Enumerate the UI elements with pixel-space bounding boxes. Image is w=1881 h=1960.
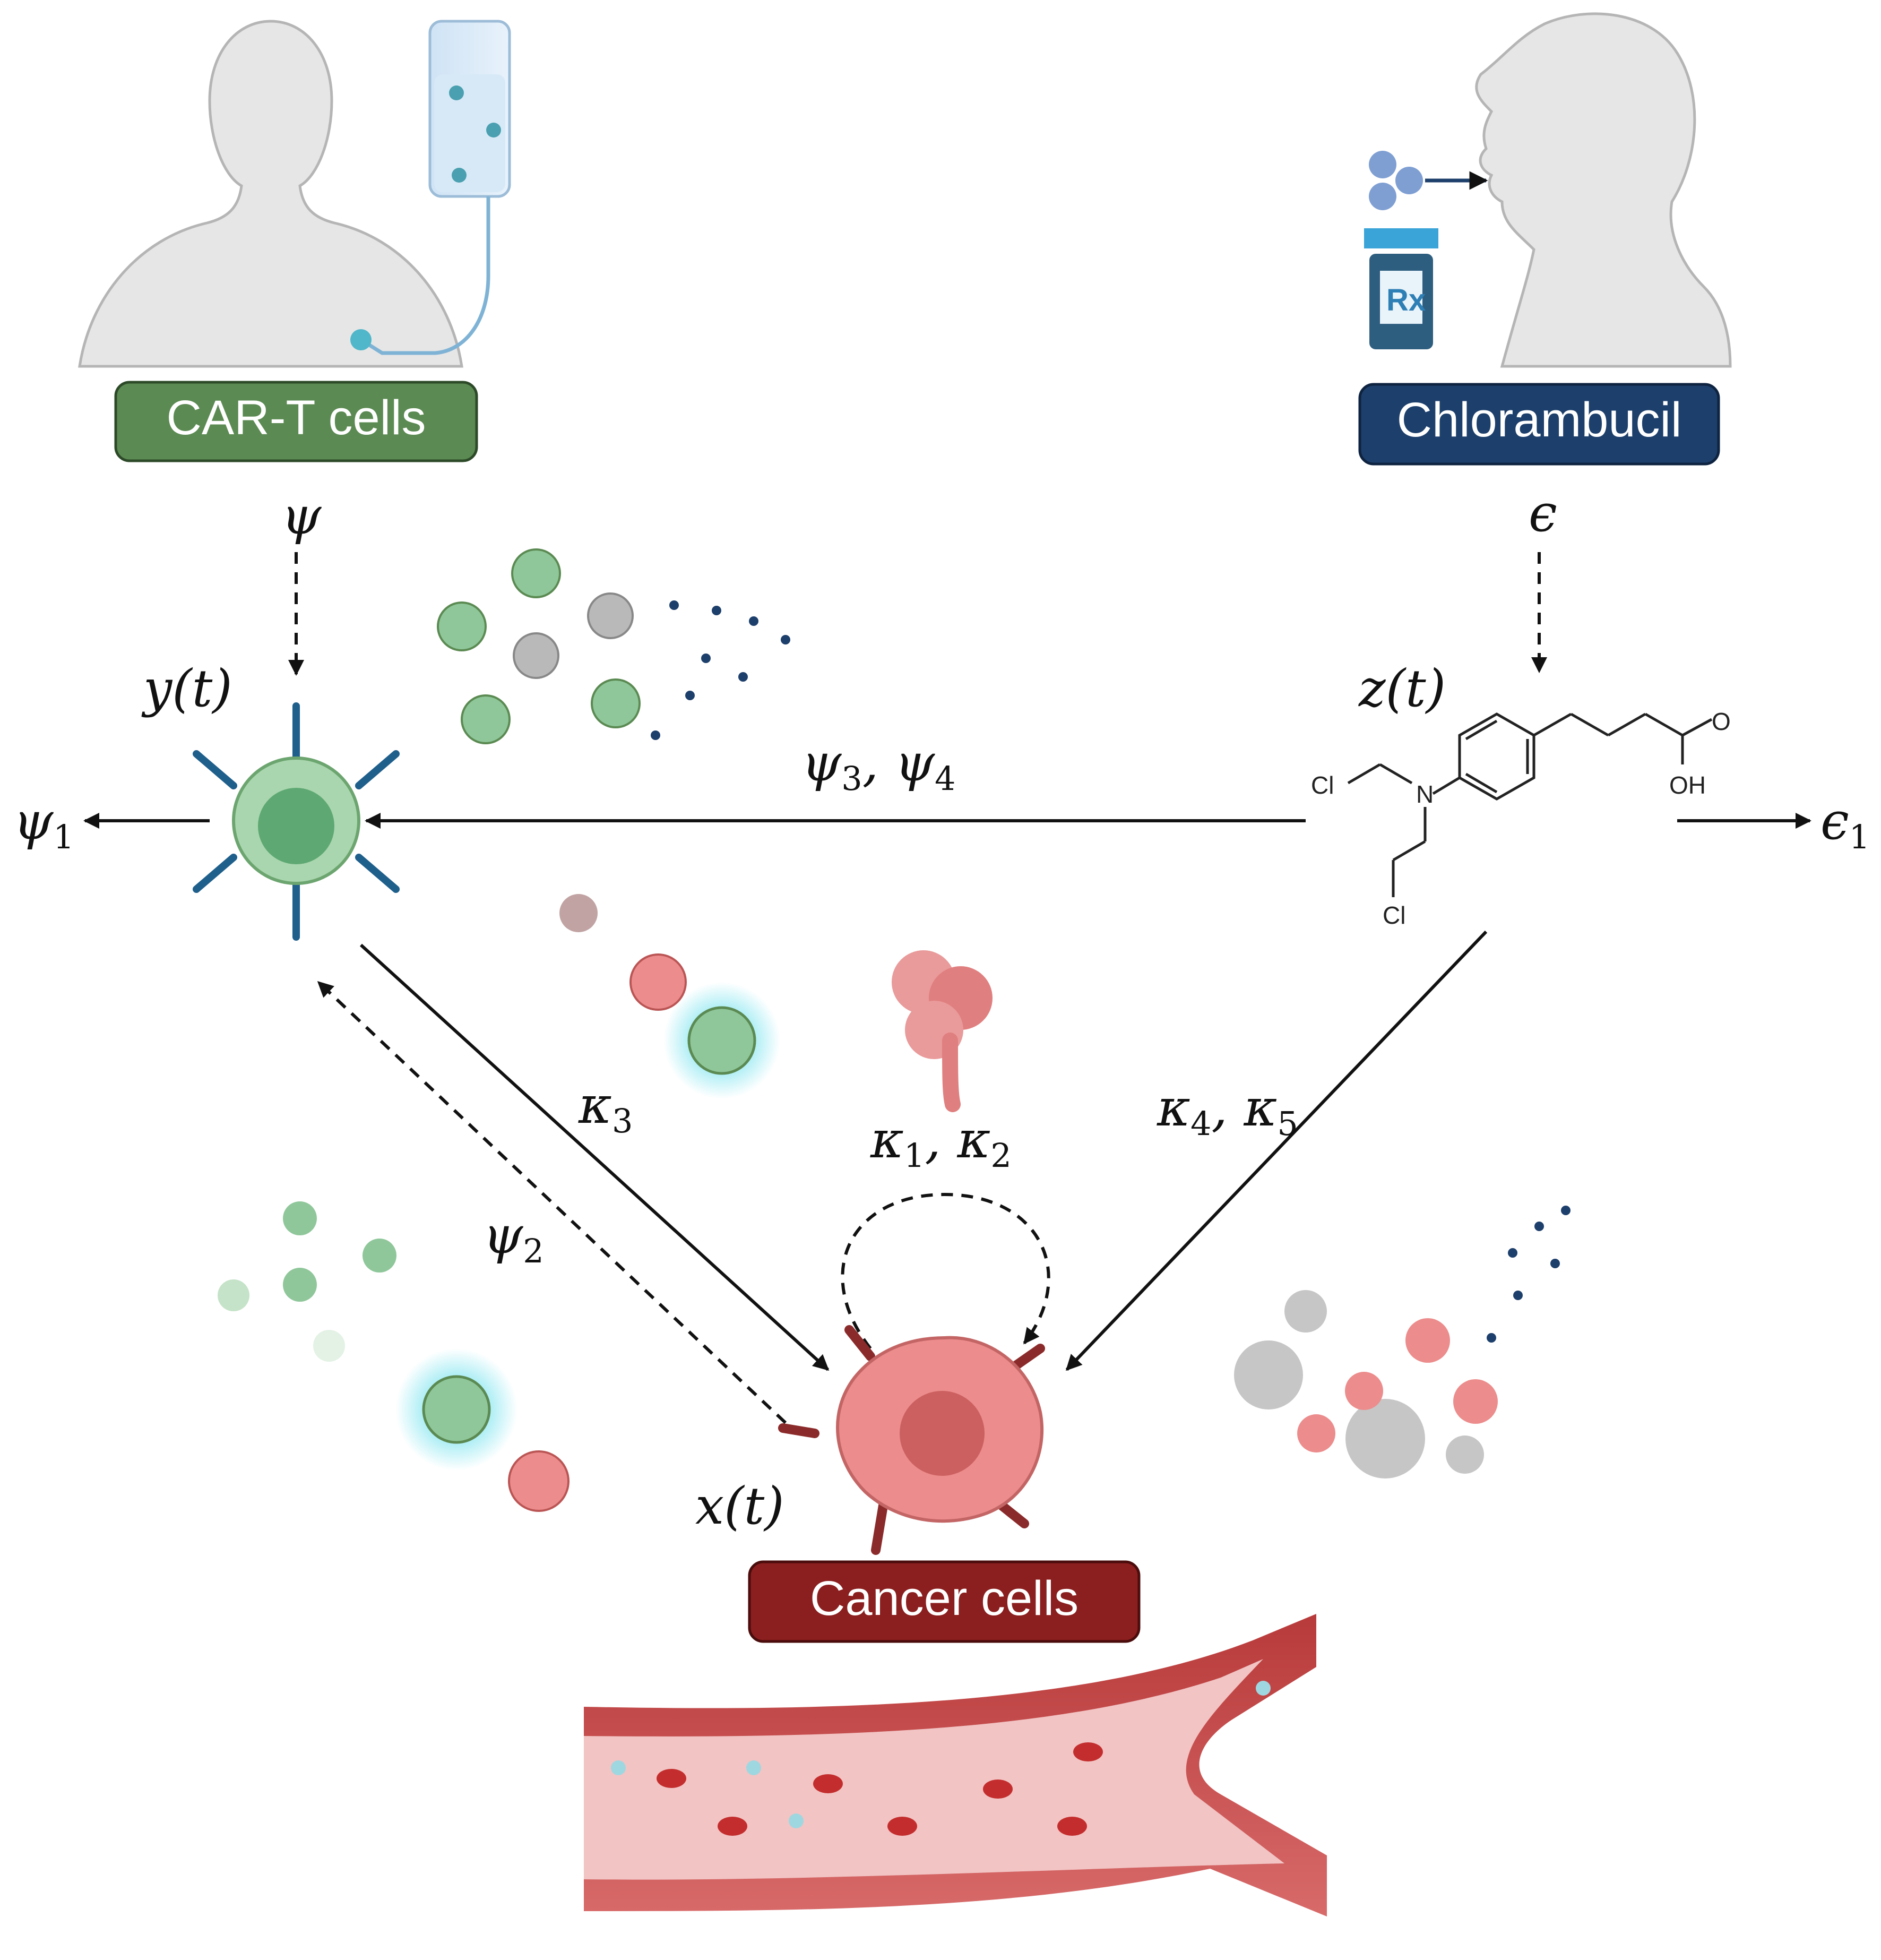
cart-cells-pill: CAR-T cells <box>114 381 478 462</box>
patient-silhouette <box>78 20 463 368</box>
chlorambucil-structure <box>1347 712 1713 897</box>
kappa3-label: κ3 <box>578 1076 633 1140</box>
svg-text:OH: OH <box>1669 771 1706 799</box>
psi1-label: ψ1 <box>13 792 74 856</box>
svg-text:Cl: Cl <box>1383 901 1405 929</box>
blood-vessel-illustration <box>584 1614 1327 1916</box>
cancer-cells-label: Cancer cells <box>810 1571 1078 1626</box>
pill-icon <box>1369 151 1396 178</box>
svg-text:Cl: Cl <box>1311 771 1334 799</box>
cart-cells-label: CAR-T cells <box>166 391 426 445</box>
chemo-killing-vignette <box>1234 1206 1571 1478</box>
kappa45-arrow <box>1065 930 1488 1371</box>
svg-text:O: O <box>1712 708 1731 735</box>
iv-tube <box>360 196 490 355</box>
psi2-arrow <box>317 981 787 1424</box>
psi34-label: ψ3, ψ4 <box>801 733 956 798</box>
epsilon1-label: ϵ1 <box>1820 792 1870 856</box>
svg-text:N: N <box>1416 780 1434 808</box>
iv-catheter-icon <box>350 329 372 350</box>
chlorambucil-atom-labels: Cl N Cl O OH <box>1311 708 1731 929</box>
y-variable-label: y(t) <box>141 659 232 718</box>
cancer-cell-main <box>778 1325 1045 1555</box>
x-variable-label: x(t) <box>695 1476 784 1536</box>
patient-iv-illustration <box>78 20 511 368</box>
cancer-cells-pill: Cancer cells <box>748 1560 1141 1643</box>
kappa12-self-loop <box>841 1192 1050 1349</box>
kappa12-label: κ1, κ2 <box>870 1110 1012 1175</box>
cancer-proliferation-cluster <box>892 950 993 1112</box>
head-profile-silhouette <box>1475 12 1732 368</box>
tcell-killing-vignette <box>559 894 780 1099</box>
pill-icon <box>1369 183 1396 210</box>
arrows <box>83 552 1811 1424</box>
pill-icon <box>1395 167 1423 194</box>
math-labels: ψ ϵ y(t) z(t) x(t) ψ1 ϵ1 ψ3, ψ4 κ3 ψ2 κ1… <box>13 484 1870 1536</box>
kappa3-arrow <box>359 943 830 1371</box>
tcell-cluster-top <box>437 548 790 744</box>
patient-oral-illustration: Rx <box>1364 12 1732 368</box>
chlorambucil-label: Chlorambucil <box>1397 393 1682 447</box>
iv-bag-fill <box>434 74 505 192</box>
tcell-exhaustion-vignette <box>218 1201 570 1512</box>
prescription-bottle-cap <box>1364 228 1438 248</box>
rx-symbol: Rx <box>1386 283 1426 317</box>
cart-cell-main <box>193 702 400 941</box>
z-variable-label: z(t) <box>1358 659 1446 718</box>
chlorambucil-pill: Chlorambucil <box>1358 383 1720 466</box>
kappa45-label: κ4, κ5 <box>1157 1078 1298 1143</box>
psi2-label: ψ2 <box>483 1206 544 1270</box>
epsilon-inflow-label: ϵ <box>1529 484 1557 543</box>
psi-inflow-label: ψ <box>281 486 322 546</box>
